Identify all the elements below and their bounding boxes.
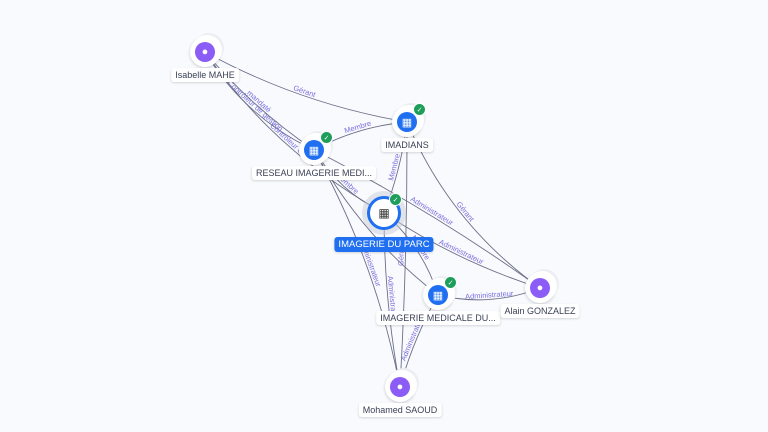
node-label[interactable]: IMADIANS <box>381 138 433 152</box>
edge-label: Gérant <box>396 242 406 266</box>
edge <box>313 149 541 289</box>
building-icon: ▦ <box>397 112 417 132</box>
person-node-isabelle[interactable]: ● <box>190 37 220 67</box>
verified-check-icon: ✓ <box>413 103 426 116</box>
building-icon: ▦ <box>304 140 324 160</box>
person-icon: ● <box>390 377 410 397</box>
node-label[interactable]: IMAGERIE DU PARC <box>334 237 434 252</box>
edge <box>204 51 315 151</box>
node-label[interactable]: RESEAU IMAGERIE MEDI... <box>251 166 377 180</box>
company-node-reseau[interactable]: ▦✓ <box>299 131 333 165</box>
node-label[interactable]: IMAGERIE MEDICALE DU... <box>376 311 500 325</box>
verified-check-icon: ✓ <box>444 276 457 289</box>
edge <box>204 51 408 123</box>
person-icon: ● <box>195 42 215 62</box>
edge-label: Membre <box>386 153 401 182</box>
company-node-imadians[interactable]: ▦✓ <box>392 103 426 137</box>
edge-label: Administrateur <box>438 237 486 266</box>
edge <box>399 121 408 388</box>
person-node-alain[interactable]: ● <box>525 273 555 303</box>
edge-label: Membre <box>343 119 372 136</box>
node-label[interactable]: Mohamed SAOUD <box>358 403 442 417</box>
person-node-mohamed[interactable]: ● <box>385 372 415 402</box>
edge <box>204 51 315 151</box>
edge-label: Gérant <box>455 200 477 224</box>
edge-label: Administrateur <box>409 194 455 227</box>
verified-check-icon: ✓ <box>389 193 402 206</box>
verified-check-icon: ✓ <box>320 131 333 144</box>
edge-label: Gérant <box>292 83 317 99</box>
building-icon: ▦ <box>428 285 448 305</box>
person-icon: ● <box>530 278 550 298</box>
node-label[interactable]: Isabelle MAHE <box>171 68 239 82</box>
company-node-medicale[interactable]: ▦✓ <box>423 276 457 310</box>
company-node-parc[interactable]: ▦✓ <box>362 191 406 235</box>
node-label[interactable]: Alain GONZALEZ <box>500 304 580 318</box>
edge-label: Administrateur <box>465 289 514 301</box>
